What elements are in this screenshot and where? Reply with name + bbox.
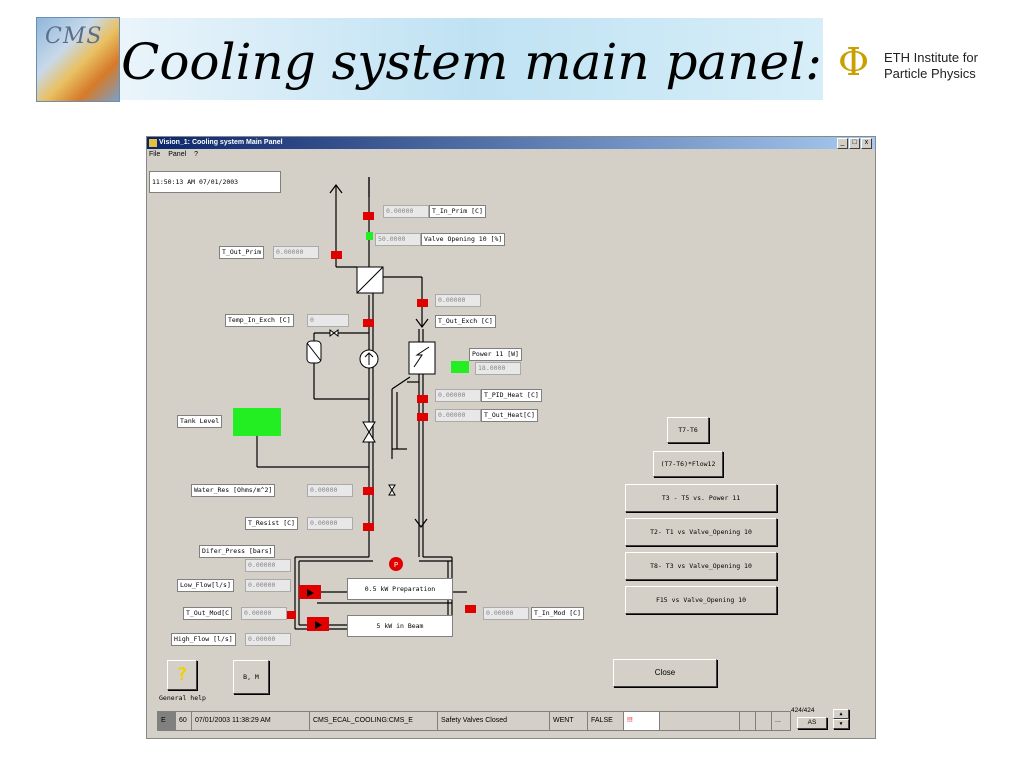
valve-t-out-mod[interactable] — [285, 611, 296, 619]
valve-opening-indicator[interactable] — [366, 232, 373, 240]
power-label: Power 11 [W] — [469, 348, 522, 361]
t7-t6-button[interactable]: T7-T6 — [667, 417, 709, 443]
clock-display: 11:50:13 AM 07/01/2003 — [149, 171, 281, 193]
valve-t-in-mod[interactable] — [465, 605, 476, 613]
t-out-mod-label: T_Out_Mod[C — [183, 607, 233, 620]
exch-value: 0.00000 — [435, 294, 481, 307]
menu-file[interactable]: File — [149, 151, 161, 158]
scroll-down-button[interactable]: ▼ — [833, 719, 849, 729]
heater-icon — [408, 341, 436, 375]
status-alert: !!! — [623, 711, 661, 731]
phi-icon: Φ — [838, 40, 870, 84]
tank-level-gauge — [233, 408, 281, 436]
valve-water-res[interactable] — [363, 487, 374, 495]
valve-t-in-prim[interactable] — [363, 212, 374, 220]
svg-text:P: P — [394, 561, 398, 569]
power-indicator — [451, 361, 469, 373]
t8-t3-valve-button[interactable]: T8- T3 vs Valve_Opening 10 — [625, 552, 777, 580]
status-false: FALSE — [587, 711, 625, 731]
minimize-button[interactable]: _ — [837, 138, 848, 149]
t-out-prim-label: T_Out_Prim — [219, 246, 265, 259]
status-count: 424/424 — [791, 707, 815, 714]
t-resist-label: T_Resist [C] — [245, 517, 298, 530]
water-res-value: 0.00000 — [307, 484, 353, 497]
t3-t5-power-button[interactable]: T3 - T5 vs. Power 11 — [625, 484, 777, 512]
valve-t-out-prim[interactable] — [331, 251, 342, 259]
temp-in-exch-value: 0 — [307, 314, 349, 327]
pump-arrow-icon-2[interactable] — [307, 617, 329, 631]
t2-t1-valve-button[interactable]: T2- T1 vs Valve_Opening 10 — [625, 518, 777, 546]
eth-line-2: Particle Physics — [884, 66, 976, 81]
pid-heat-value: 0.00000 — [435, 389, 481, 402]
app-window: Vision_1: Cooling system Main Panel _ □ … — [146, 136, 876, 739]
prep-box: 0.5 kW Preparation — [347, 578, 453, 600]
difer-press-label: Difer_Press [bars] — [199, 545, 276, 558]
beam-box: 5 kW in Beam — [347, 615, 453, 637]
piping-diagram: P — [256, 177, 467, 630]
high-flow-value: 0.00000 — [245, 633, 291, 646]
t-in-mod-label: T_In_Mod [C] — [531, 607, 584, 620]
status-message: Safety Valves Closed — [437, 711, 551, 731]
t-out-exch-label: T_Out_Exch [C] — [435, 315, 496, 328]
valve-exch[interactable] — [417, 299, 428, 307]
title-bar[interactable]: Vision_1: Cooling system Main Panel _ □ … — [147, 137, 875, 149]
eth-logo: Φ ETH Institute for Particle Physics — [838, 40, 1003, 92]
t-out-prim-value: 0.00000 — [273, 246, 319, 259]
pid-heat-label: T_PID_Heat [C] — [481, 389, 542, 402]
menu-bar: File Panel ? — [149, 150, 204, 160]
f15-valve-button[interactable]: F15 vs Valve_Opening 10 — [625, 586, 777, 614]
out-heat-label: T_Out_Heat[C] — [481, 409, 538, 422]
low-flow-label: Low_Flow[l/s] — [177, 579, 234, 592]
t7-t6-flow-button[interactable]: (T7-T6)*Flow12 — [653, 451, 723, 477]
valve-t-resist[interactable] — [363, 523, 374, 531]
status-e: E — [157, 711, 175, 731]
valve-out-heat[interactable] — [417, 413, 428, 421]
t-in-prim-value: 0.00000 — [383, 205, 429, 218]
t-in-prim-label: T_In_Prim [C] — [429, 205, 486, 218]
app-icon — [149, 139, 157, 147]
slide-title: Cooling system main panel: — [121, 33, 822, 91]
scroll-up-button[interactable]: ▲ — [833, 709, 849, 719]
t-resist-value: 0.00000 — [307, 517, 353, 530]
tank-level-label: Tank Level — [177, 415, 223, 428]
pump-arrow-icon[interactable] — [299, 585, 321, 599]
close-button[interactable]: Close — [613, 659, 717, 687]
menu-panel[interactable]: Panel — [168, 151, 187, 158]
temp-in-exch-label: Temp_In_Exch [C] — [225, 314, 294, 327]
power-value: 18.0000 — [475, 362, 521, 375]
general-help-label: General help — [159, 694, 206, 702]
menu-help[interactable]: ? — [194, 151, 198, 158]
water-res-label: Water_Res [Ohms/m^2] — [191, 484, 276, 497]
eth-line-1: ETH Institute for — [884, 50, 978, 65]
help-question-icon[interactable]: ? — [167, 660, 197, 690]
valve-opening-value: 50.0000 — [375, 233, 421, 246]
window-title: Vision_1: Cooling system Main Panel — [159, 139, 283, 146]
valve-temp-in-exch[interactable] — [363, 319, 374, 327]
cms-logo: CMS — [36, 17, 120, 102]
status-empty-1 — [659, 711, 741, 731]
difer-press-value: 0.00000 — [245, 559, 291, 572]
bm-button[interactable]: B, M — [233, 660, 269, 694]
out-heat-value: 0.00000 — [435, 409, 481, 422]
valve-pid-heat[interactable] — [417, 395, 428, 403]
as-button[interactable]: AS — [797, 717, 827, 729]
status-system: CMS_ECAL_COOLING:CMS_E — [309, 711, 439, 731]
high-flow-label: High_Flow [l/s] — [171, 633, 236, 646]
maximize-button[interactable]: □ — [849, 138, 860, 149]
valve-opening-label: Valve Opening 10 [%] — [421, 233, 506, 246]
close-window-button[interactable]: x — [861, 138, 872, 149]
status-datetime: 07/01/2003 11:38:29 AM — [191, 711, 311, 731]
t-in-mod-value: 0.00000 — [483, 607, 529, 620]
t-out-mod-value: 0.00000 — [241, 607, 287, 620]
title-banner — [120, 18, 823, 100]
low-flow-value: 0.00000 — [245, 579, 291, 592]
status-went: WENT — [549, 711, 589, 731]
status-more-button[interactable]: ... — [771, 711, 791, 731]
